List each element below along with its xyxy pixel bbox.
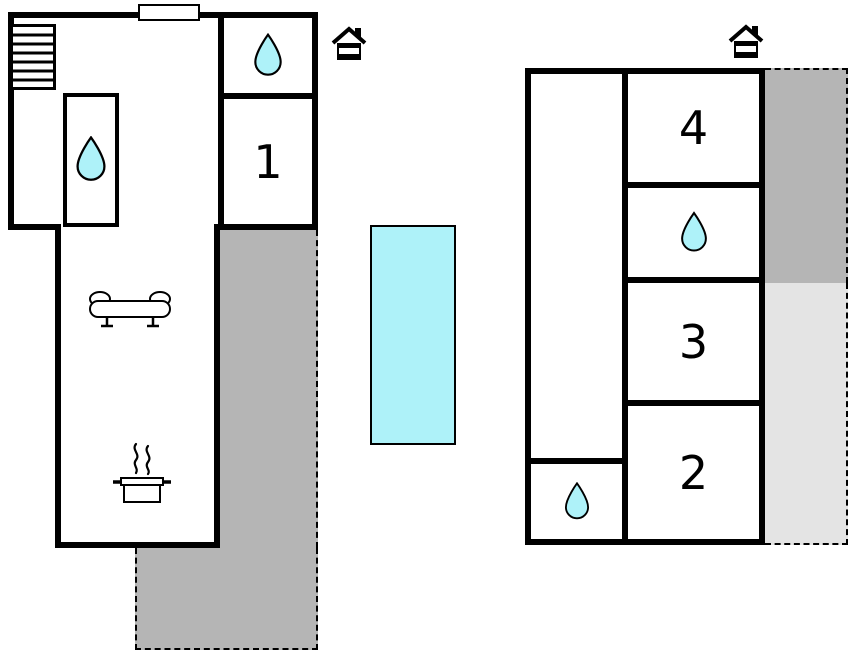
water-drop-icon — [254, 32, 282, 76]
water-drop-icon — [680, 210, 707, 251]
water-drop-icon — [76, 136, 106, 181]
roof-vent — [138, 4, 200, 21]
room-2-label: 2 — [678, 445, 709, 500]
room-1: 1 — [224, 99, 312, 224]
terrace-left-bottom — [135, 548, 318, 650]
wall-horizontal-divider — [218, 93, 318, 99]
wall-room3-bottom — [622, 400, 765, 406]
stairs-icon — [10, 24, 56, 90]
house-icon — [727, 24, 765, 62]
terrace-right-lower — [765, 283, 848, 545]
bathroom-upper-left — [63, 93, 119, 227]
stove-pot-icon — [110, 442, 174, 506]
bathroom-right-upper — [628, 188, 759, 277]
pool — [370, 225, 456, 445]
house-icon — [330, 26, 368, 64]
water-drop-icon — [564, 481, 589, 519]
wall-bath-bottom — [622, 277, 765, 283]
bathroom-top-right — [224, 18, 312, 93]
wall-right-vertical — [622, 68, 628, 545]
terrace-left-side — [220, 230, 318, 548]
wall-vertical-divider — [218, 12, 224, 230]
wall-room4-bottom — [622, 182, 765, 188]
terrace-right-upper — [765, 68, 848, 283]
room-3-label: 3 — [678, 314, 709, 369]
room-1-label: 1 — [253, 134, 283, 189]
room-4-label: 4 — [678, 101, 709, 155]
room-3: 3 — [628, 283, 759, 400]
right-building — [525, 68, 765, 545]
room-4: 4 — [628, 74, 759, 182]
room-2: 2 — [628, 406, 759, 539]
wall-hall-bottom — [525, 458, 628, 464]
bathroom-right-lower — [531, 464, 622, 539]
sofa-icon — [88, 286, 172, 334]
